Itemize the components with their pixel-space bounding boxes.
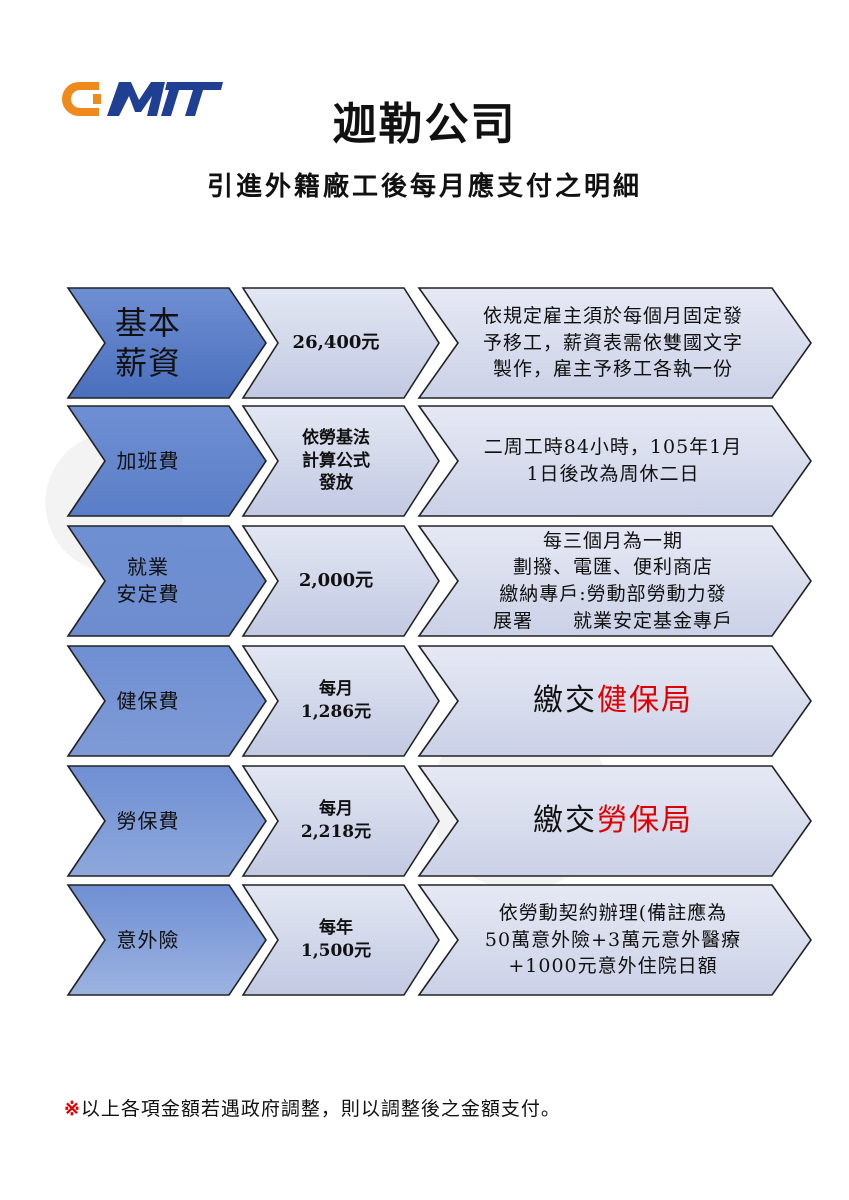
company-logo <box>55 76 227 122</box>
text-line: 每月 <box>318 799 353 820</box>
amount-value: 26,400元 <box>281 331 402 355</box>
note-chevron: 依規定雇主須於每個月固定發予移工，薪資表需依雙國文字製作，雇主予移工各執一份 <box>417 287 812 399</box>
note-text: 二周工時84小時，105年1月 1日後改為周休二日 <box>444 434 787 487</box>
text-line: 劃撥、電匯、便利商店 <box>512 556 713 579</box>
category-chevron: 基本薪資 <box>66 287 267 399</box>
note-chevron: 繳交勞保局 <box>417 765 812 877</box>
text-line: 每年 <box>318 918 353 939</box>
footnote-text: 以上各項金額若遇政府調整，則以調整後之金額支付。 <box>80 1098 561 1120</box>
category-chevron: 勞保費 <box>66 765 267 877</box>
category-label: 意外險 <box>117 927 218 954</box>
category-label: 健保費 <box>117 688 218 715</box>
text-line: 意外險 <box>116 927 180 952</box>
text-line: 繳納專戶:勞動部勞動力發 <box>499 583 727 605</box>
note-text: 繳交勞保局 <box>493 800 737 842</box>
footnote: ※以上各項金額若遇政府調整，則以調整後之金額支付。 <box>64 1094 561 1121</box>
note-text: 每三個月為一期劃撥、電匯、便利商店繳納專戶:勞動部勞動力發展署 就業安定基金專戶 <box>453 528 777 634</box>
text-line: 1,286元 <box>300 702 372 722</box>
note-chevron: 二周工時84小時，105年1月 1日後改為周休二日 <box>417 405 812 517</box>
note-prefix: 繳交 <box>533 683 597 718</box>
category-label: 基本薪資 <box>115 303 219 383</box>
note-prefix: 繳交 <box>533 803 597 838</box>
text-line: 依規定雇主須於每個月固定發 <box>482 305 743 328</box>
category-label: 勞保費 <box>117 808 218 835</box>
note-chevron: 繳交健保局 <box>417 645 812 757</box>
amount-value: 依勞基法計算公式發放 <box>290 427 392 496</box>
amount-value: 2,000元 <box>287 569 395 593</box>
text-line: 1日後改為周休二日 <box>526 463 700 485</box>
text-line: 製作，雇主予移工各執一份 <box>492 358 733 381</box>
page-subtitle: 引進外籍廠工後每月應支付之明細 <box>206 172 642 202</box>
amount-chevron: 2,000元 <box>241 525 440 637</box>
amount-chevron: 26,400元 <box>241 287 440 399</box>
note-chevron: 依勞動契約辦理(備註應為 50萬意外險+3萬元意外醫療 +1000元意外住院日額 <box>417 884 812 996</box>
category-chevron: 加班費 <box>66 405 267 517</box>
text-line: 每月 <box>318 679 353 700</box>
text-line: +1000元意外住院日額 <box>508 955 718 978</box>
text-line: 1,500元 <box>300 941 372 961</box>
note-text: 依規定雇主須於每個月固定發予移工，薪資表需依雙國文字製作，雇主予移工各執一份 <box>443 303 787 383</box>
note-text: 繳交健保局 <box>493 680 737 722</box>
text-line: 勞保費 <box>116 808 180 833</box>
reference-mark-icon: ※ <box>64 1098 81 1120</box>
agency-name: 勞保局 <box>597 803 693 838</box>
agency-name: 健保局 <box>597 683 693 718</box>
text-line: 每三個月為一期 <box>542 529 683 552</box>
text-line: 26,400元 <box>292 331 380 353</box>
amount-chevron: 依勞基法計算公式發放 <box>241 405 440 517</box>
text-line: 2,000元 <box>298 569 374 591</box>
text-line: 予移工，薪資表需依雙國文字 <box>482 331 743 354</box>
text-line: 健保費 <box>116 688 180 713</box>
text-line: 2,218元 <box>300 822 372 842</box>
text-line: 加班費 <box>116 448 180 473</box>
text-line: 發放 <box>319 473 353 494</box>
category-chevron: 健保費 <box>66 645 267 757</box>
category-label: 就業安定費 <box>117 554 218 608</box>
note-chevron: 每三個月為一期劃撥、電匯、便利商店繳納專戶:勞動部勞動力發展署 就業安定基金專戶 <box>417 525 812 637</box>
text-line: 計算公式 <box>302 450 370 471</box>
text-line: 二周工時84小時，105年1月 <box>483 436 743 459</box>
text-line: 就業 <box>127 555 169 579</box>
category-chevron: 就業安定費 <box>66 525 267 637</box>
note-text: 依勞動契約辦理(備註應為 50萬意外險+3萬元意外醫療 +1000元意外住院日額 <box>445 900 785 980</box>
category-label: 加班費 <box>117 448 218 475</box>
text-line: 基本 <box>114 304 181 342</box>
text-line: 依勞動契約辦理(備註應為 <box>498 902 728 925</box>
page-title: 迦勒公司 <box>332 99 517 150</box>
text-line: 依勞基法 <box>302 427 370 448</box>
text-line: 安定費 <box>116 582 180 606</box>
cmt-logo-icon <box>62 82 223 116</box>
text-line: 50萬意外險+3萬元意外醫療 <box>484 928 742 951</box>
text-line: 薪資 <box>114 344 181 382</box>
category-chevron: 意外險 <box>66 884 267 996</box>
text-line: 展署 就業安定基金專戶 <box>492 609 733 632</box>
